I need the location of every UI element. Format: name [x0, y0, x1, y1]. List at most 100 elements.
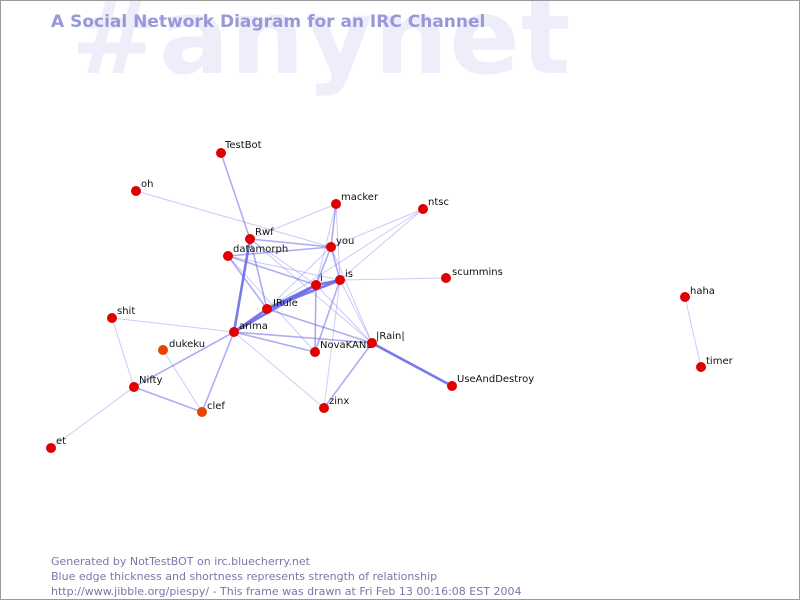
node-label: TestBot	[224, 140, 262, 151]
node-label: UseAndDestroy	[457, 374, 534, 385]
node-label: datamorph	[233, 244, 288, 255]
node-et: et	[46, 436, 66, 453]
edge-you-irule	[266, 246, 332, 310]
node-label: Rwf	[255, 227, 274, 238]
node-label: oh	[141, 179, 153, 190]
node-label: IRule	[273, 298, 298, 309]
node-dot	[223, 251, 233, 261]
edge-is-rain	[339, 279, 373, 344]
edge-irule-rain	[266, 308, 373, 344]
footer-legend-note: Blue edge thickness and shortness repres…	[51, 570, 438, 583]
node-macker: macker	[331, 192, 379, 209]
edge-arima-nifty	[133, 331, 235, 388]
edge-datamorph-i	[227, 255, 317, 286]
node-label: dukeku	[169, 339, 205, 350]
node-label: you	[336, 236, 354, 247]
node-label: i	[320, 273, 323, 284]
node-dot	[245, 234, 255, 244]
node-ntsc: ntsc	[418, 197, 449, 214]
node-irule: IRule	[262, 298, 298, 314]
node-dot	[447, 381, 457, 391]
node-nifty: Nifty	[129, 375, 163, 392]
edge-dukeku-clef	[162, 349, 203, 413]
node-dot	[418, 204, 428, 214]
node-you: you	[326, 236, 354, 252]
edge-irule-arima	[232, 307, 269, 334]
edge-rwf-you	[249, 238, 332, 248]
node-dot	[129, 382, 139, 392]
node-haha: haha	[680, 286, 715, 302]
node-zinx: zinx	[319, 396, 349, 413]
node-shit: shit	[107, 306, 135, 323]
edge-layer	[50, 152, 702, 449]
footer-timestamp: http://www.jibble.org/piespy/ - This fra…	[51, 585, 522, 598]
node-dot	[158, 345, 168, 355]
edge-macker-i	[315, 203, 337, 286]
node-timer: timer	[696, 356, 734, 372]
diagram-title: A Social Network Diagram for an IRC Chan…	[51, 12, 486, 32]
node-label: is	[345, 269, 353, 280]
node-label: haha	[690, 286, 715, 297]
edge-is-irule	[265, 278, 342, 311]
edge-is-novakane	[314, 279, 341, 353]
node-label: macker	[341, 192, 379, 203]
channel-watermark: #anynet	[71, 0, 572, 98]
node-rwf: Rwf	[245, 227, 274, 244]
edge-arima-clef	[201, 331, 235, 413]
node-label: et	[56, 436, 66, 447]
edge-datamorph-is	[227, 255, 341, 281]
edge-rain-zinx	[323, 342, 373, 409]
edge-rain-useanddestroy	[370, 341, 454, 388]
node-scummins: scummins	[441, 267, 503, 283]
node-label: |Rain|	[376, 331, 405, 342]
node-dot	[367, 338, 377, 348]
node-label: arima	[239, 321, 268, 332]
node-label: clef	[207, 401, 225, 412]
node-useanddestroy: UseAndDestroy	[447, 374, 534, 391]
node-dot	[131, 186, 141, 196]
node-dot	[310, 347, 320, 357]
edge-arima-zinx	[233, 331, 325, 409]
edge-nifty-clef	[133, 386, 203, 413]
node-clef: clef	[197, 401, 225, 417]
node-dot	[696, 362, 706, 372]
edge-ntsc-irule	[266, 208, 424, 310]
node-label: NovaKANE	[320, 340, 373, 351]
node-oh: oh	[131, 179, 153, 196]
node-is: is	[335, 269, 353, 285]
node-dot	[311, 280, 321, 290]
edge-oh-you	[135, 190, 332, 248]
node-arima: arima	[229, 321, 268, 337]
edge-macker-rwf	[249, 203, 337, 240]
edge-i-arima	[232, 283, 318, 334]
node-rain: |Rain|	[367, 331, 405, 348]
node-dot	[46, 443, 56, 453]
edge-rwf-irule	[249, 238, 268, 310]
node-dukeku: dukeku	[158, 339, 205, 355]
edge-datamorph-irule	[227, 255, 268, 310]
edge-shit-nifty	[111, 317, 135, 388]
node-label: ntsc	[428, 197, 449, 208]
node-dot	[441, 273, 451, 283]
node-dot	[229, 327, 239, 337]
edge-nifty-et	[50, 386, 135, 449]
edge-i-rain	[315, 284, 373, 344]
node-novakane: NovaKANE	[310, 340, 373, 357]
edge-arima-novakane	[233, 331, 316, 353]
node-dot	[262, 304, 272, 314]
node-dot	[326, 242, 336, 252]
node-testbot: TestBot	[216, 140, 262, 158]
edge-macker-you	[330, 203, 337, 248]
edge-i-novakane	[314, 284, 317, 353]
node-dot	[107, 313, 117, 323]
edge-is-zinx	[323, 279, 341, 409]
edge-datamorph-novakane	[227, 255, 316, 353]
edge-arima-rain	[233, 331, 373, 344]
node-label: Nifty	[139, 375, 163, 386]
node-dot	[680, 292, 690, 302]
edge-you-i	[315, 246, 332, 286]
node-dot	[197, 407, 207, 417]
